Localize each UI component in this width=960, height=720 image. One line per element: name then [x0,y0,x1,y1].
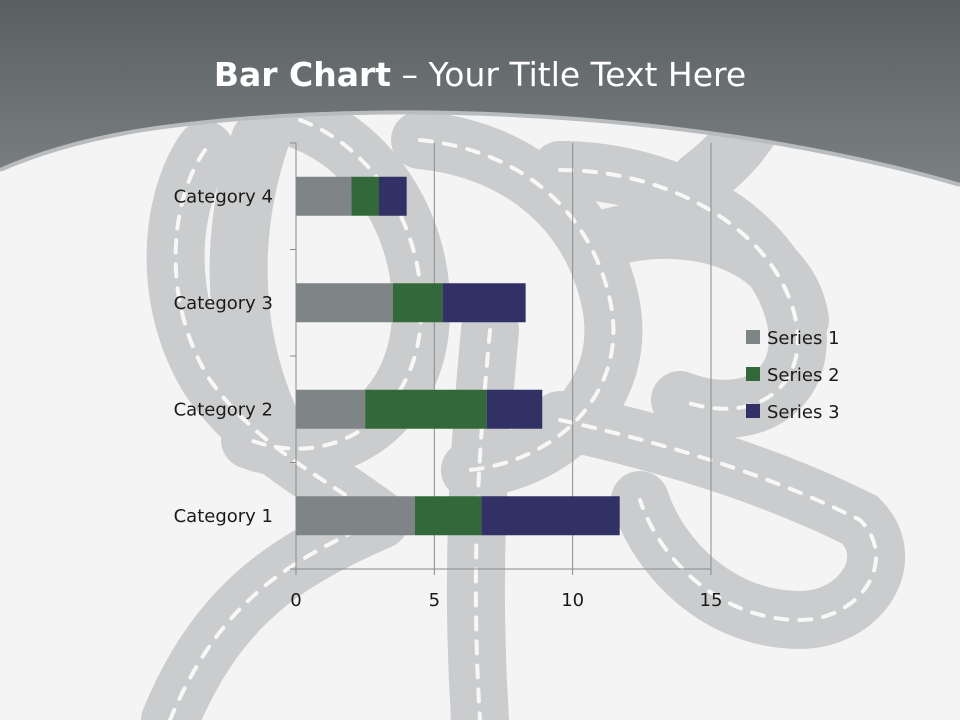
bar-segment [296,283,393,323]
bar-segment [296,496,415,536]
bar-segment [486,389,543,429]
bar-segment [379,176,407,216]
bar-segment [296,389,366,429]
title-rest: – Your Title Text Here [391,55,747,94]
bar-segment [392,283,443,323]
bar-segment [365,389,487,429]
legend-label: Series 3 [767,402,840,423]
legend-swatch [746,330,760,344]
bar-segment [296,176,352,216]
category-label: Category 2 [174,399,273,420]
x-tick-label: 5 [429,590,440,611]
legend-swatch [746,404,760,418]
bar-segment [414,496,482,536]
x-tick-label: 15 [700,590,723,611]
x-tick-label: 0 [290,590,301,611]
legend-label: Series 2 [767,365,840,386]
x-tick-label: 10 [561,590,584,611]
legend-label: Series 1 [767,328,840,349]
title-bold: Bar Chart [213,55,392,94]
legend-swatch [746,367,760,381]
bar-segment [481,496,620,536]
bar-segment [351,176,379,216]
category-label: Category 1 [174,506,273,527]
header-arc-highlight [0,110,960,187]
slide-title: Bar Chart – Your Title Text Here [0,52,960,98]
category-label: Category 3 [174,293,273,314]
header-band [0,0,960,185]
bar-segment [442,283,526,323]
category-label: Category 4 [174,186,273,207]
